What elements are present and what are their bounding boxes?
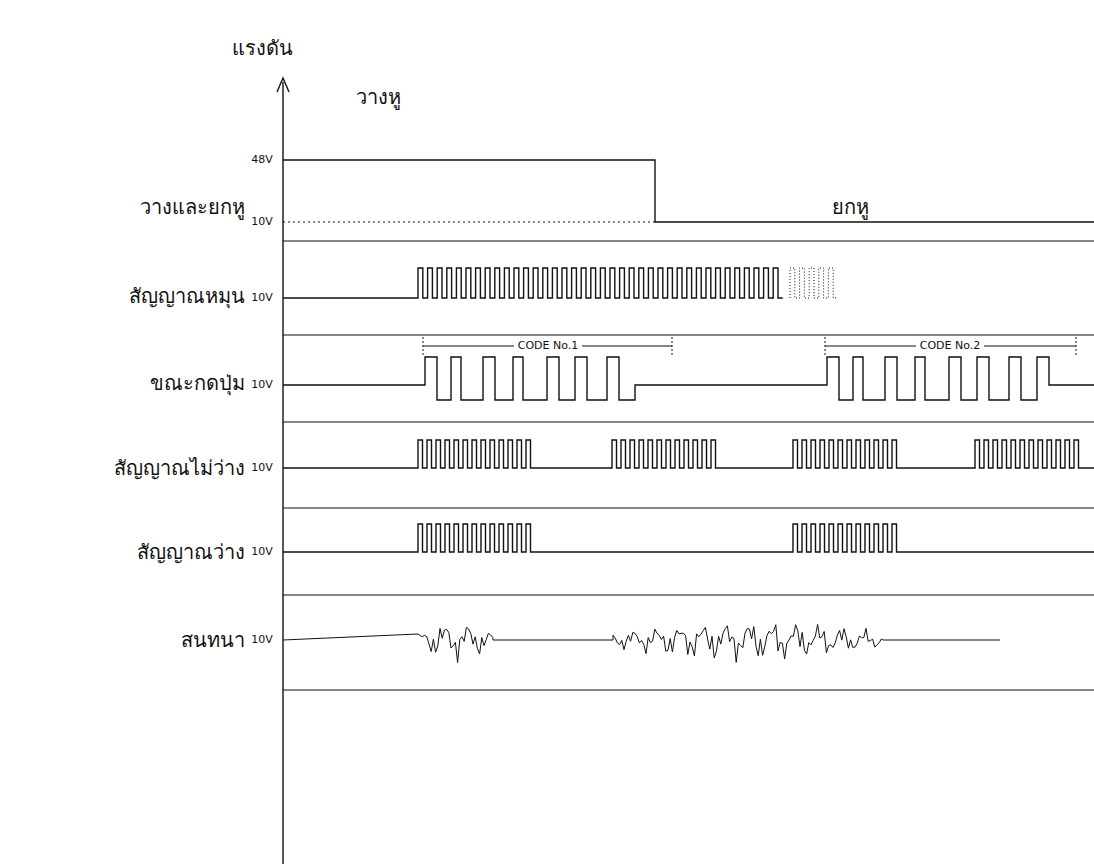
row-divider — [283, 594, 1094, 595]
voltage-axis — [282, 82, 283, 864]
row-label: สัญญาณไม่ว่าง — [114, 456, 245, 480]
reference-10v-dotted — [283, 222, 655, 223]
speech-waveform — [283, 624, 1000, 662]
voltage-value: 10V — [251, 378, 273, 391]
row-divider — [283, 334, 1094, 335]
row-label: สัญญาณหมุน — [129, 284, 245, 308]
code-label: CODE No.1 — [514, 339, 583, 352]
row-divider — [283, 240, 1094, 241]
row-divider — [283, 507, 1094, 508]
state-label: ยกหู — [832, 195, 869, 219]
row-label: วางและยกหู — [140, 195, 245, 219]
voltage-value: 10V — [251, 461, 273, 474]
row-label: สัญญาณว่าง — [137, 540, 245, 564]
dial-pulses — [283, 268, 783, 298]
code-label: CODE No.2 — [916, 339, 985, 352]
key-code-waveform — [283, 357, 1094, 400]
hook-waveform — [283, 160, 1094, 222]
voltage-value: 10V — [251, 291, 273, 304]
row-divider — [283, 689, 1094, 690]
dial-pulses-faded — [790, 268, 838, 298]
row-divider — [283, 421, 1094, 422]
axis-title: แรงดัน — [232, 36, 293, 60]
row-label: สนทนา — [181, 628, 245, 652]
axis-arrowhead — [277, 78, 289, 92]
dial-tone — [283, 524, 1094, 552]
row-label: ขณะกดปุ่ม — [150, 371, 245, 395]
voltage-value: 10V — [251, 215, 273, 228]
voltage-value: 10V — [251, 545, 273, 558]
voltage-value: 48V — [251, 153, 273, 166]
voltage-value: 10V — [251, 633, 273, 646]
state-label: วางหู — [356, 85, 401, 109]
busy-tone — [283, 440, 1094, 468]
